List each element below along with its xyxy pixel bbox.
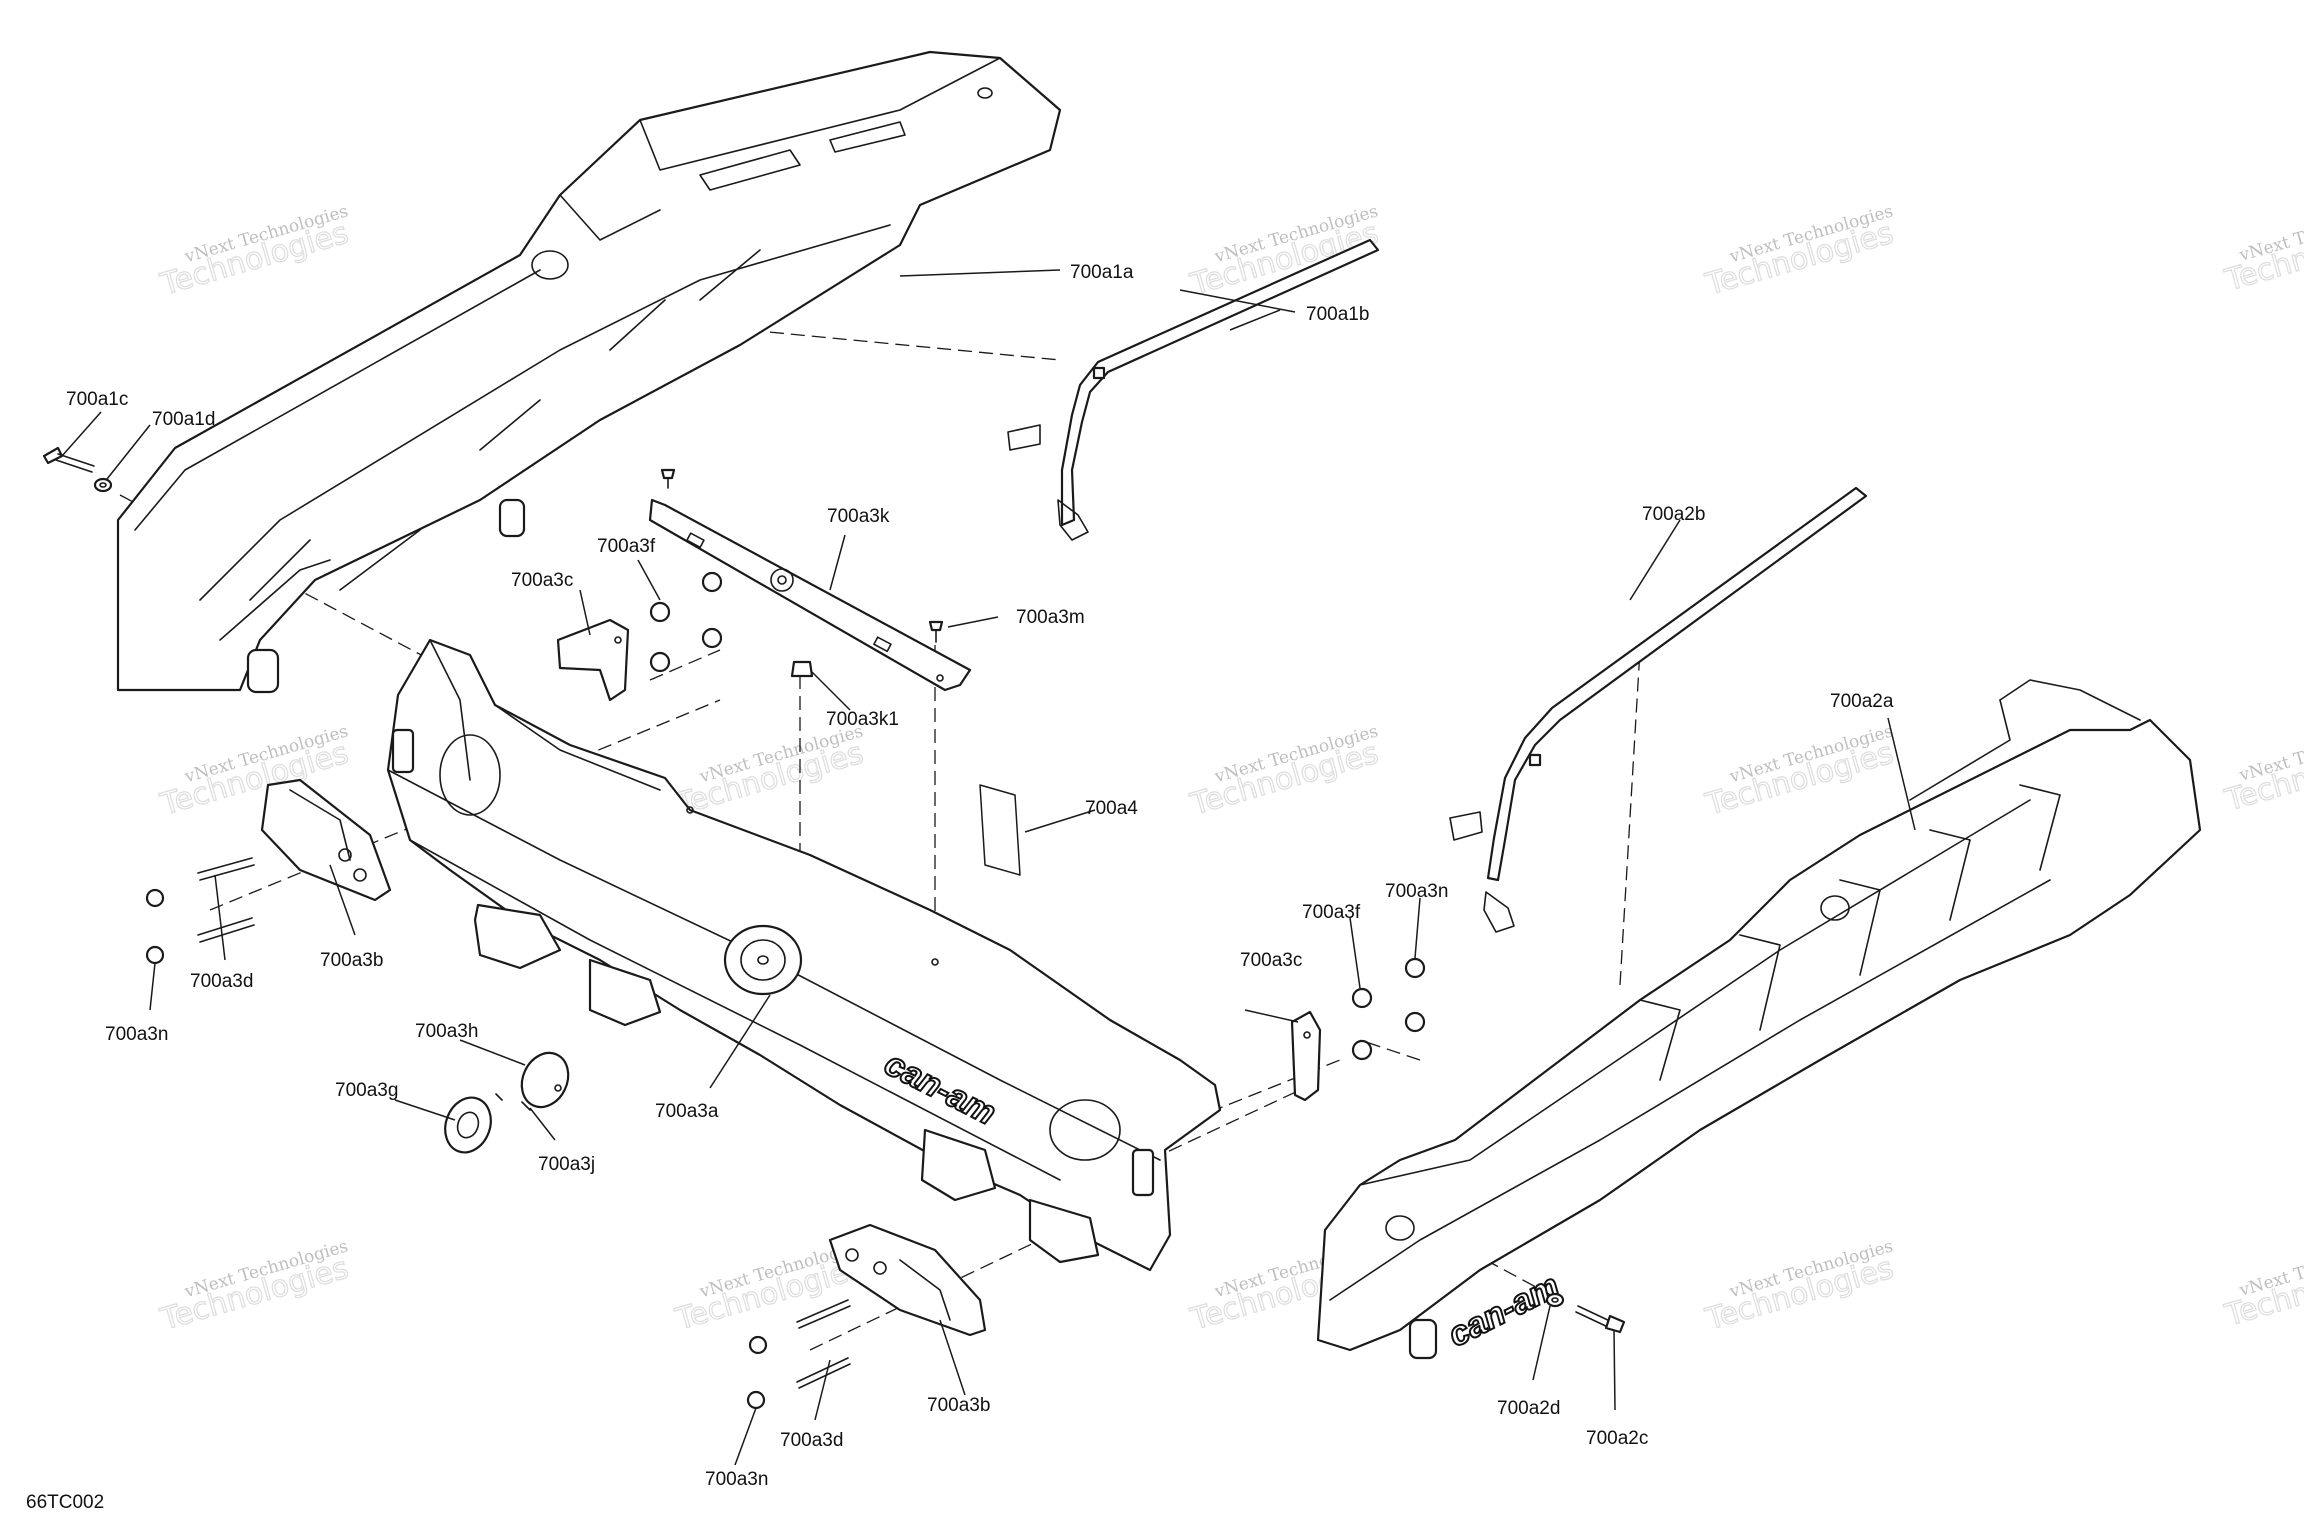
callout-700a2d: 700a2d — [1497, 1398, 1560, 1419]
screw-top — [660, 468, 676, 489]
callout-labels: 700a1a 700a1b 700a1c 700a1d 700a3k 700a3… — [66, 262, 1894, 1490]
bracket-700a3c-left — [556, 618, 630, 702]
logo-badge-700a3g — [444, 1096, 492, 1154]
callout-700a1c: 700a1c — [66, 389, 128, 410]
callout-700a3c-left: 700a3c — [511, 570, 573, 591]
drawing-code: 66TC002 — [26, 1492, 104, 1513]
bolt-700a1c — [42, 446, 95, 473]
nuts-700a3f-left — [649, 571, 723, 673]
callout-700a3n-left: 700a3n — [105, 1024, 168, 1045]
callout-700a1b: 700a1b — [1306, 304, 1369, 325]
screw-700a3j — [495, 1093, 531, 1111]
screw-700a3m — [928, 620, 944, 643]
washer-700a1d — [93, 477, 113, 493]
callout-700a3f-left: 700a3f — [597, 536, 656, 557]
mounting-bracket-700a3k — [648, 498, 972, 692]
callout-700a3f-right: 700a3f — [1302, 902, 1361, 923]
bolt-700a2c — [1575, 1305, 1626, 1334]
callout-700a3n-bottom: 700a3n — [705, 1469, 768, 1490]
callout-700a3g: 700a3g — [335, 1080, 398, 1101]
callout-700a2c: 700a2c — [1586, 1428, 1648, 1449]
hinge-700a3b-right — [828, 1223, 987, 1337]
hinge-700a3b-left — [260, 778, 392, 902]
callout-700a3k1: 700a3k1 — [826, 709, 899, 730]
callout-700a2a: 700a2a — [1830, 691, 1894, 712]
bolts-700a3d-left — [145, 857, 255, 965]
grab-bar-700a1b — [1007, 238, 1380, 541]
callout-700a3h: 700a3h — [415, 1021, 478, 1042]
nut-700a3k1 — [790, 660, 814, 678]
nuts-700a3f-right — [1351, 957, 1426, 1061]
decal-700a4 — [979, 784, 1021, 876]
callout-700a1a: 700a1a — [1070, 262, 1134, 283]
callout-700a3j: 700a3j — [538, 1154, 595, 1175]
callout-700a3d-right: 700a3d — [780, 1430, 843, 1451]
bolts-700a3d-right — [746, 1299, 851, 1410]
callout-700a3c-right: 700a3c — [1240, 950, 1302, 971]
left-side-rail-700a1a — [116, 50, 1062, 694]
callout-700a3b-right: 700a3b — [927, 1395, 990, 1416]
callout-700a3a: 700a3a — [655, 1101, 719, 1122]
callout-leader-lines — [61, 269, 1916, 1466]
callout-700a3n-right: 700a3n — [1385, 881, 1448, 902]
callout-700a4: 700a4 — [1085, 798, 1138, 819]
rear-bumper-700a3a: can-am — [386, 638, 1222, 1272]
disc-700a3h — [520, 1051, 570, 1109]
grab-bar-700a2b — [1449, 486, 1868, 933]
callout-700a3m: 700a3m — [1016, 607, 1085, 628]
bracket-700a3c-right — [1290, 1010, 1322, 1102]
callout-700a3k: 700a3k — [827, 506, 890, 527]
callout-700a3b-left: 700a3b — [320, 950, 383, 971]
callout-700a2b: 700a2b — [1642, 504, 1705, 525]
washer-700a2d — [1545, 1292, 1565, 1308]
callout-700a3d-left: 700a3d — [190, 971, 253, 992]
callout-700a1d: 700a1d — [152, 409, 215, 430]
